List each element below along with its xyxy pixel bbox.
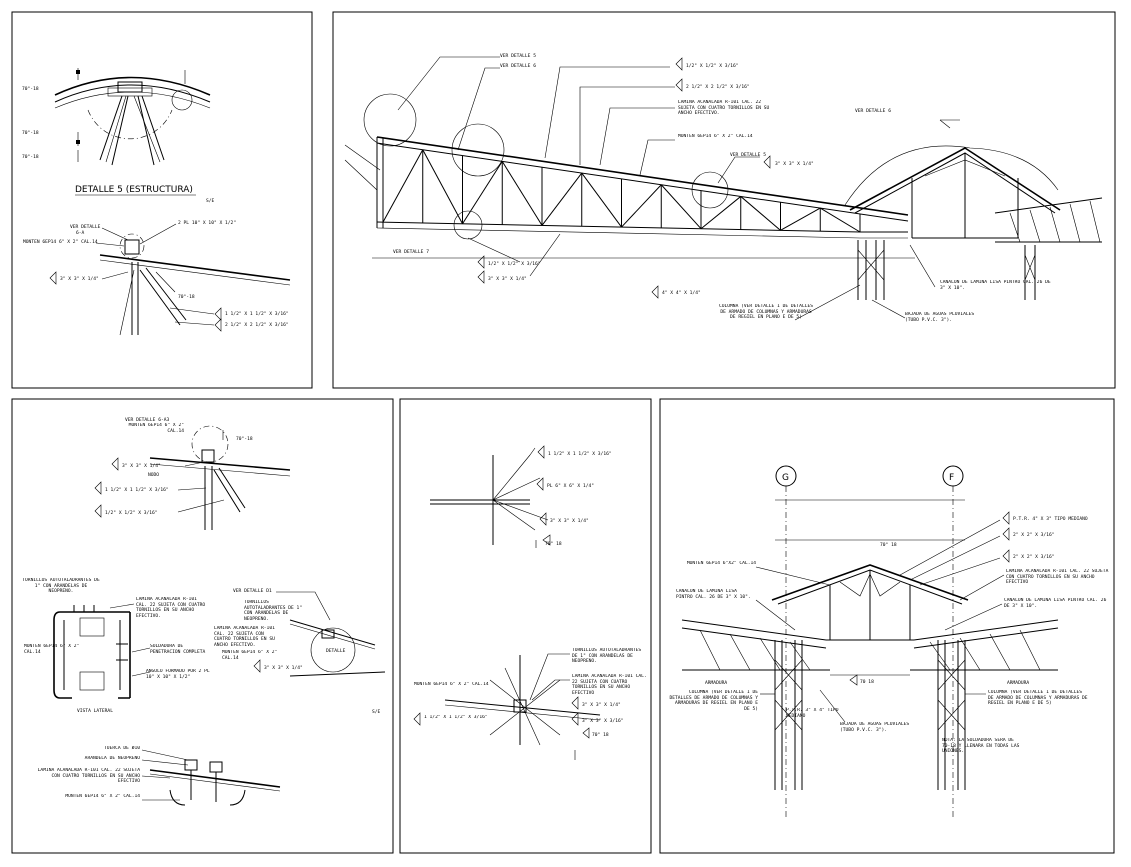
monten-note: MONTEN 6EP14 6" X 2" CAL.14 [222, 650, 277, 661]
member-label: 3" X 3" X 1/4" [122, 463, 161, 469]
member-label: 3" X 3" X 1/4" [488, 276, 527, 282]
scale-label: S/E [372, 709, 381, 715]
slope-label: 70°-18 [22, 86, 39, 92]
panel-e-frame [659, 398, 1115, 854]
member-label: 1/2" X 1/2" X 3/16" [488, 261, 541, 267]
ptr-note: P.T.R. 3" X 4" TIPO MEDIANO [786, 708, 839, 719]
soldadura-note: SOLDADURA DE PENETRACION COMPLETA [150, 644, 205, 655]
monten-note: MONTEN 6EP14 6" X 2" CAL.14 [678, 134, 753, 139]
tornillos-note: TORNILLOS AUTOTALADRANTES DE 1" CON ARAN… [22, 578, 99, 594]
panel-c-frame [11, 398, 394, 854]
tornillos-note: TORNILLOS AUTOTALADRANTES DE 1" CON ARAN… [572, 648, 641, 664]
lamina-note: LAMINA ACANALADA R-101 CAL. 22 SUJETA CO… [678, 100, 769, 116]
canalon-note: CANALON DE LAMINA LISA PINTRO CAL. 26 DE… [676, 589, 751, 600]
lamina-note: LAMINA ACANALADA R-101 CAL. 22 SUJETA CO… [572, 674, 647, 696]
canalon-note: CANALON DE LAMINA LISA PINTRO CAL. 26 DE… [940, 280, 1051, 291]
monten-note: MONTEN 6EP14 6" X 2" CAL.14 [65, 794, 140, 799]
slope-label: 70 18 [860, 679, 874, 685]
slope-label: 70° 18 [880, 542, 897, 548]
monten-note: MONTEN 6EP14 6" X 2" CAL.14 [129, 423, 184, 434]
member-label: 1 1/2" X 1 1/2" X 3/16" [105, 487, 169, 493]
member-label: 2 PL 10" X 10" X 1/2" [178, 220, 236, 226]
member-label: 1 1/2" X 1 1/2" X 3/16" [225, 311, 289, 317]
reference-label: 6-A [76, 230, 85, 236]
reference-label: VER DETALLE D1 [233, 588, 272, 594]
member-label: 3" X 3" X 1/4" [550, 518, 589, 524]
member-label: P.T.R. 4" X 3" TIPO MEDIANO [1013, 516, 1088, 522]
panel-d-frame [399, 398, 652, 854]
panel-a-detail-5: 70°-18 70°-18 70°-18 DETALLE 5 (ESTRUCTU… [22, 68, 291, 336]
scale-label: S/E [206, 198, 215, 204]
canalon-note: CANALON DE LAMINA LISA PINTRO CAL. 26 DE… [1004, 598, 1106, 609]
lamina-note: LAMINA ACANALADA R-101 CAL. 22 SUJETA CO… [1006, 569, 1108, 585]
columna-note: COLUMNA (VER DETALLE 1 DE DETALLES DE AR… [988, 690, 1088, 706]
detail-label: DETALLE [326, 648, 346, 654]
view-label: VISTA LATERAL [77, 708, 113, 714]
reference-label: VER DETALLE 7 [393, 249, 429, 255]
member-label: 1/2" X 1/2" X 3/16" [686, 63, 739, 69]
member-label: 1 1/2" X 1 1/2" X 3/16" [548, 451, 612, 457]
bajada-note: BAJADA DE AGUAS PLUVIALES (TUBO P.V.C. 3… [840, 722, 909, 733]
panel-c-node-details: VER DETALLE 6-A3 MONTEN 6EP14 6" X 2" CA… [22, 417, 386, 806]
lamina-note: LAMINA ACANALADA R-101 CAL. 22 SUJETA CO… [38, 768, 140, 784]
arandela-note: ARANDELA DE NEOPRENO [85, 756, 140, 761]
member-label: MONTEN 6EP14 6" X 2" CAL.14 [23, 239, 98, 245]
panel-d-node-details: 1 1/2" X 1 1/2" X 3/16" PL 6" X 6" X 1/4… [413, 445, 647, 760]
reference-label: VER DETALLE [70, 224, 101, 230]
slope-label: 70°-18 [236, 436, 253, 442]
member-label: 4" X 4" X 1/4" [662, 290, 701, 296]
member-label: 2" X 2" X 3/16" [1013, 554, 1055, 560]
slope-label: 70°-18 [22, 154, 39, 160]
slope-label: 70° 18 [592, 732, 609, 738]
nota-note: NOTA: LA SOLDADURA SERA DE 70-18 Y LLENA… [942, 738, 1019, 754]
reference-label: VER DETALLE 6 [500, 63, 536, 69]
angulo-note: ANGULO FORMADO POR 2 PL 10" X 10" X 1/2" [146, 669, 210, 680]
member-label: 3" X 3" X 1/4" [264, 665, 303, 671]
monten-note: MONTEN 6EP14 6" X 2" CAL.14 [414, 682, 489, 687]
armadura-label: ARMADURA [705, 680, 727, 686]
slope-label: 70°-18 [178, 294, 195, 300]
member-label: 3" X 3" X 3/16" [582, 718, 624, 724]
panel-a-frame [11, 11, 313, 389]
reference-label: VER DETALLE 5 [500, 53, 536, 59]
member-label: 3" X 3" X 1/4" [775, 161, 814, 167]
angle-note: 1 1/2" X 1 1/2" X 3/16" [424, 715, 488, 720]
member-label: 3" X 3" X 1/4" [60, 276, 99, 282]
columna-note: COLUMNA (VER DETALLE 1 DE DETALLES DE AR… [669, 690, 758, 712]
slope-label: 70° 18 [545, 541, 562, 547]
reference-label: VER DETALLE 6-A3 [125, 417, 169, 423]
member-label: 1/2" X 1/2" X 3/16" [105, 510, 158, 516]
member-label: 2" X 2" X 3/16" [1013, 532, 1055, 538]
detail-title: DETALLE 5 (ESTRUCTURA) [75, 185, 193, 195]
member-label: 2 1/2" X 2 1/2" X 3/16" [686, 84, 750, 90]
member-label: 2 1/2" X 2 1/2" X 3/16" [225, 322, 289, 328]
monten-note: MONTEN 6EP14 6" X 2" CAL.14 [24, 644, 79, 655]
armadura-label: ARMADURA [1007, 680, 1029, 686]
panel-e-cross-section: G F P.T.R. 4" X 3" TIPO MEDIANO 2" X 2" … [669, 465, 1108, 820]
axis-bubble-g: G [782, 473, 789, 483]
axis-bubble-f: F [949, 473, 954, 483]
columna-note: COLUMNA (VER DETALLE 1 DE DETALLES DE AR… [719, 304, 813, 320]
tornillos-note: TORNILLOS AUTOTALADRANTES DE 1" CON ARAN… [244, 600, 302, 622]
reference-label: VER DETALLE 6 [855, 108, 891, 114]
bajada-note: BAJADA DE AGUAS PLUVIALES (TUBO P.V.C. 3… [905, 312, 974, 323]
monten-note: MONTEN 6EP14 6"X2" CAL.14 [687, 561, 756, 566]
lamina-note: LAMINA ACANALADA R-101 CAL. 22 SUJETA CO… [136, 597, 205, 619]
member-label: PL 6" X 6" X 1/4" [547, 483, 594, 489]
member-label: 3" X 3" X 1/4" [582, 702, 621, 708]
node-label: NODO [148, 472, 159, 478]
tuerca-note: TUERCA DE Ø10 [104, 746, 140, 751]
reference-label: VER DETALLE 5 [730, 152, 766, 158]
slope-label: 70°-18 [22, 130, 39, 136]
panel-b-truss-elevation: VER DETALLE 5 VER DETALLE 6 1/2" X 1/2" … [344, 53, 1103, 323]
lamina-note: LAMINA ACANALADA R-101 CAL. 22 SUJETA CO… [214, 626, 275, 648]
panel-b-frame [332, 11, 1116, 389]
